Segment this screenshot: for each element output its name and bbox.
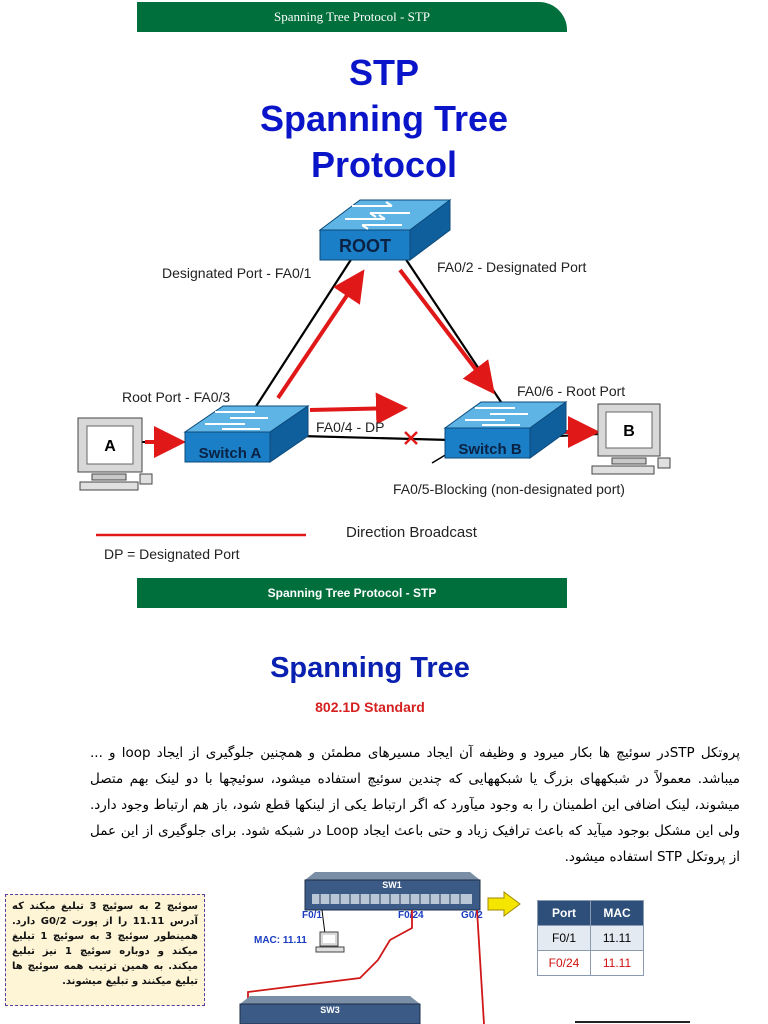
mac-table-header-port: Port [537,900,591,926]
sw1-switch-icon [304,872,481,911]
table-row: F0/24 11.11 [537,950,644,976]
switch-b-label: Switch B [458,441,522,458]
root-switch-icon [318,199,452,261]
mac-table-cell: 11.11 [590,950,644,976]
legend-dp: DP = Designated Port [104,546,240,562]
sw1-label: SW1 [382,880,402,890]
port-label-a-dp: FA0/4 - DP [316,419,384,435]
port-label-root-right: FA0/2 - Designated Port [437,259,587,275]
port-label-b-blocking: FA0/5-Blocking (non-designated port) [393,481,625,497]
link-b-hostb [559,433,601,437]
switch-a-label: Switch A [199,445,262,462]
link-sw1-pc [321,909,326,935]
mac-table-header: Port MAC [537,900,644,926]
mac-label: MAC: 11.11 [254,935,307,946]
port-label-root-left: Designated Port - FA0/1 [162,265,312,281]
mac-table-cell: 11.11 [590,925,644,951]
mac-table-header-mac: MAC [590,900,644,926]
section-title: Spanning Tree [270,652,470,684]
title-line-2: Spanning Tree [259,98,509,139]
port-g02-label: G0/2 [461,910,483,921]
arrow-a-to-b [309,392,408,425]
header-banner: Spanning Tree Protocol - STP [137,2,567,32]
note-box: سوئیچ 2 به سوئیچ 3 تبلیغ میکند که آدرس 1… [5,894,205,1006]
mac-table-cell: F0/1 [537,925,591,951]
section-subtitle: 802.1D Standard [315,699,425,715]
blocking-x-icon [404,431,418,445]
arrow-root-to-b [398,268,495,395]
link-sw1-sw3 [247,910,413,1004]
port-label-b-root: FA0/6 - Root Port [517,383,625,399]
host-b-label: B [623,423,635,440]
arrow-right-icon [487,891,521,917]
section-paragraph: پروتکل STPدر سوئیچ ها بکار میرود و وظیفه… [90,745,740,865]
table-row: F0/1 11.11 [537,925,644,951]
title-line-1: STP [348,52,419,93]
sw3-switch-icon [239,996,421,1024]
switch-a-icon [183,405,310,463]
mac-table: Port MAC F0/1 11.11 F0/24 11.11 [537,900,644,976]
host-b-computer-icon [591,403,671,475]
legend-broadcast: Direction Broadcast [346,524,478,541]
sw3-label: SW3 [320,1005,340,1015]
link-a-b [299,434,451,442]
pc-computer-icon [315,931,345,953]
mac-table-cell: F0/24 [537,950,591,976]
arrow-a-to-root [276,269,365,400]
port-f024-label: F0/24 [398,910,424,921]
mid-banner: Spanning Tree Protocol - STP [137,578,567,608]
root-switch-label: ROOT [339,236,391,256]
host-a-label: A [104,438,116,455]
link-g02 [476,909,485,1024]
switch-b-icon [443,401,568,459]
port-f01-label: F0/1 [302,910,322,921]
title-line-3: Protocol [310,144,457,185]
port-label-a-root: Root Port - FA0/3 [122,389,230,405]
host-a-computer-icon [77,417,153,491]
